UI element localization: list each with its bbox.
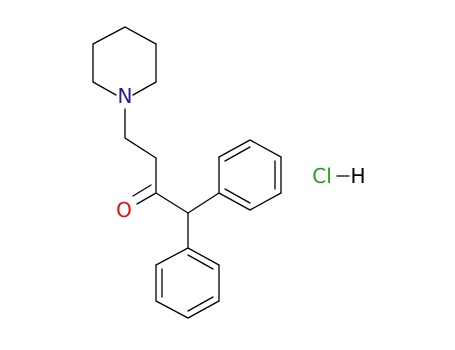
aromatic-bond — [224, 188, 251, 204]
carbonyl-bond — [132, 184, 152, 197]
aromatic-bond — [187, 254, 214, 270]
carbonyl-bond — [136, 192, 157, 205]
methine-bonds — [187, 192, 220, 249]
bond — [187, 300, 220, 319]
phenyl-ring-upper — [218, 139, 282, 211]
hydrogen-atom-label: H — [350, 164, 365, 188]
bond — [187, 192, 220, 214]
bond — [92, 26, 126, 45]
bond — [124, 26, 157, 45]
phenyl-ring-lower — [155, 247, 220, 319]
aromatic-bond — [224, 146, 251, 162]
bond — [155, 300, 189, 319]
oxygen-atom-label: O — [116, 198, 132, 222]
bond — [249, 139, 282, 158]
bond — [124, 137, 157, 159]
bond — [218, 139, 251, 158]
butanone-chain — [124, 108, 189, 214]
bond — [155, 192, 189, 214]
aromatic-bond — [187, 296, 214, 312]
piperidine-ring — [92, 26, 157, 96]
bond — [218, 192, 251, 211]
chlorine-atom-label: Cl — [312, 164, 332, 188]
bond — [155, 247, 189, 266]
bond — [249, 192, 282, 211]
bond — [187, 247, 220, 266]
bond — [132, 81, 157, 96]
bond — [92, 81, 117, 96]
nitrogen-atom-label: N — [118, 84, 133, 108]
